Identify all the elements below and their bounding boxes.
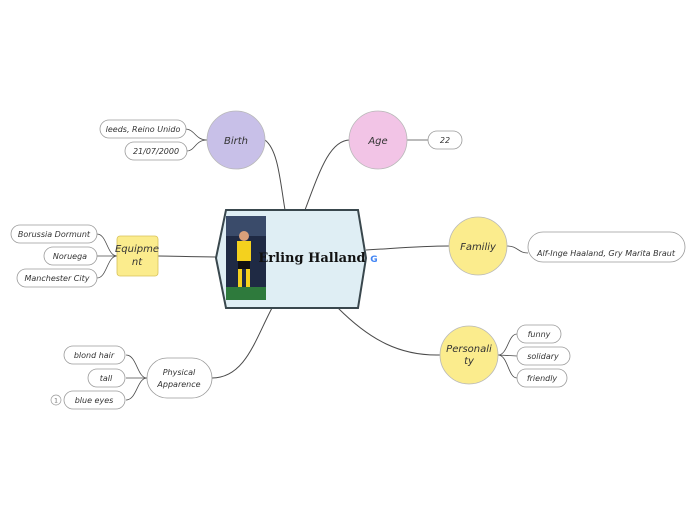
google-g-icon: G [370, 255, 377, 265]
leaf-label: 22 [440, 136, 450, 145]
leaf-pill [516, 324, 562, 344]
leaf-personality-funny[interactable]: funny [516, 324, 562, 344]
leaf-connector [125, 354, 148, 379]
personality-node [439, 325, 499, 385]
leaf-pill [516, 346, 571, 366]
equipment-label-line1: Equipme [115, 244, 159, 255]
branch-personality[interactable]: Personali ty [439, 325, 499, 385]
branch-family[interactable]: Familiy [448, 216, 508, 276]
leaf-label: blue eyes [75, 396, 114, 405]
appearance-label-line1: Physical [163, 368, 196, 377]
central-topic[interactable]: Erling Halland G [214, 209, 378, 309]
leaf-equipment-city[interactable]: Manchester City [16, 268, 98, 288]
connector-appearance [211, 307, 273, 379]
leaf-label: Borussia Dormunt [18, 230, 91, 239]
leaf-connector [497, 354, 518, 379]
leaf-label: Manchester City [24, 274, 89, 283]
leaf-label: Noruega [53, 252, 87, 261]
leaf-personality-solidary[interactable]: solidary [516, 346, 571, 366]
leaf-connector [96, 255, 118, 279]
leaf-pill [87, 368, 126, 388]
collapse-count-badge[interactable]: 1 [50, 394, 62, 406]
age-node [348, 110, 408, 170]
personality-label-line2: ty [464, 356, 475, 367]
leaf-connector [96, 233, 118, 257]
leaf-pill [63, 390, 126, 410]
leaf-pill [43, 246, 98, 266]
svg-text:G: G [370, 255, 377, 265]
leaf-personality-friendly[interactable]: friendly [516, 368, 568, 388]
leaf-label: tall [100, 374, 113, 383]
leaf-connectors [96, 128, 529, 401]
age-label: Age [367, 136, 387, 147]
appearance-node [146, 357, 213, 399]
leaf-family-parents[interactable]: Alf-Inge Haaland, Gry Marita Braut [527, 231, 686, 263]
family-label: Familiy [460, 242, 497, 253]
leaf-equipment-dortmund[interactable]: Borussia Dormunt [10, 224, 98, 244]
leaf-birth-date[interactable]: 21/07/2000 [124, 141, 188, 161]
birth-label: Birth [224, 136, 248, 147]
branch-birth[interactable]: Birth [206, 110, 266, 170]
leaf-pill [63, 345, 126, 365]
leaf-appearance-tall[interactable]: tall [87, 368, 126, 388]
birth-node [206, 110, 266, 170]
leaf-label: blond hair [74, 351, 115, 360]
connector-family [365, 245, 450, 251]
leaf-pill [16, 268, 98, 288]
equipment-label-line2: nt [132, 257, 143, 268]
leaf-pill [527, 231, 686, 263]
leaf-connector [125, 377, 148, 401]
leaf-label: Alf-Inge Haaland, Gry Marita Braut [536, 249, 676, 258]
badge-count: 1 [54, 398, 58, 405]
leaf-pill [10, 224, 98, 244]
leaf-pill [427, 130, 463, 150]
leaf-pill [99, 119, 187, 139]
personality-label-line1: Personali [446, 344, 492, 355]
leaf-connector [497, 333, 518, 356]
leaf-label: funny [528, 330, 551, 339]
leaf-label: friendly [527, 374, 558, 383]
player-photo [226, 216, 266, 300]
branch-age[interactable]: Age [348, 110, 408, 170]
leaf-pill [516, 368, 568, 388]
connector-birth [264, 139, 286, 211]
main-connectors [157, 139, 450, 379]
branch-appearance[interactable]: Physical Apparence [146, 357, 213, 399]
leaf-label: 21/07/2000 [133, 147, 179, 156]
leaf-label: solidary [527, 352, 559, 361]
branch-equipment[interactable]: Equipme nt [115, 235, 159, 277]
leaf-birth-place[interactable]: leeds, Reino Unido [99, 119, 187, 139]
appearance-label-line2: Apparence [156, 380, 200, 389]
connector-personality [337, 307, 441, 356]
leaf-appearance-hair[interactable]: blond hair [63, 345, 126, 365]
badge-circle [50, 394, 62, 406]
connector-age [304, 139, 351, 211]
equipment-node [116, 235, 159, 277]
leaf-equipment-norway[interactable]: Noruega [43, 246, 98, 266]
connector-equipment [157, 255, 217, 258]
leaf-appearance-eyes[interactable]: blue eyes [63, 390, 126, 410]
central-title: Erling Halland [258, 251, 365, 266]
leaf-label: leeds, Reino Unido [106, 125, 181, 134]
leaf-age-value[interactable]: 22 [427, 130, 463, 150]
leaf-connector [506, 245, 529, 254]
leaf-connector [184, 128, 208, 141]
family-node [448, 216, 508, 276]
leaf-connector [186, 139, 208, 152]
leaf-pill [124, 141, 188, 161]
leaf-connector [497, 354, 518, 357]
